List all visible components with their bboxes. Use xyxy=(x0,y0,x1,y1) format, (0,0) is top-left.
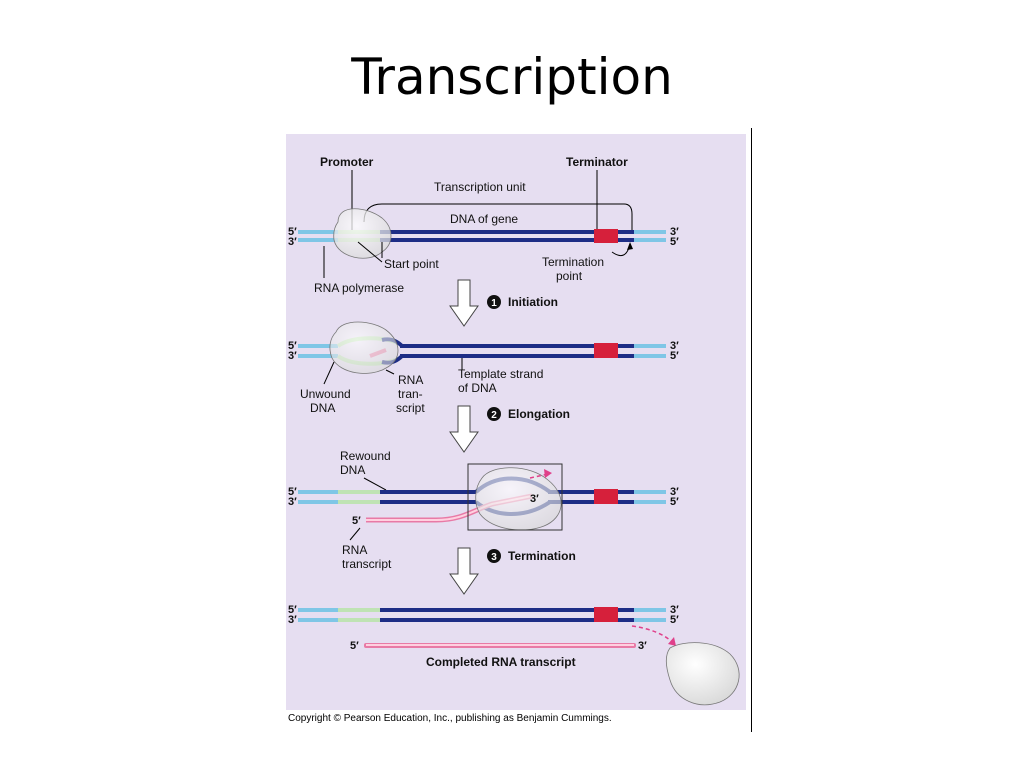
step-label: Elongation xyxy=(508,407,570,421)
copyright-notice: Copyright © Pearson Education, Inc., pub… xyxy=(288,713,612,724)
rna-transcript-label-3: script xyxy=(396,401,425,415)
terminator-label: Terminator xyxy=(566,155,628,169)
end-3prime: 3′ xyxy=(670,486,679,498)
slide-title: Transcription xyxy=(351,48,673,106)
step-number: 2 xyxy=(491,410,497,421)
termination-point-label-2: point xyxy=(556,269,583,283)
dna-of-gene-label: DNA of gene xyxy=(450,212,518,226)
end-5prime: 5′ xyxy=(670,614,679,626)
end-3prime: 3′ xyxy=(288,496,297,508)
rna-polymerase-label: RNA polymerase xyxy=(314,281,404,295)
template-strand-label: Template strand xyxy=(458,367,543,381)
end-5prime: 5′ xyxy=(352,515,361,527)
end-5prime: 5′ xyxy=(288,604,297,616)
rna-transcript-label-2: transcript xyxy=(342,557,392,571)
end-3prime: 3′ xyxy=(288,236,297,248)
stage-initiation: 5′ 3′ 3′ 5′ Unwound DNA RNA tran- script… xyxy=(288,321,679,415)
rewound-dna-label: Rewound xyxy=(340,449,391,463)
unwound-dna-label-2: DNA xyxy=(310,401,335,415)
rna-polymerase-shape xyxy=(475,467,562,531)
rna-transcript-label-2: tran- xyxy=(398,387,423,401)
elongation-detail-box xyxy=(467,463,563,531)
end-5prime: 5′ xyxy=(350,640,359,652)
template-strand-label-2: of DNA xyxy=(458,381,497,395)
end-5prime: 5′ xyxy=(288,340,297,352)
end-5prime: 5′ xyxy=(288,486,297,498)
rna-transcript-label: RNA xyxy=(342,543,367,557)
end-3prime: 3′ xyxy=(638,640,647,652)
step-number: 1 xyxy=(491,298,497,309)
step-label: Initiation xyxy=(508,295,558,309)
end-3prime: 3′ xyxy=(670,226,679,238)
step-elongation: 2 Elongation xyxy=(449,405,570,453)
end-5prime: 5′ xyxy=(670,236,679,248)
end-3prime: 3′ xyxy=(670,340,679,352)
end-3prime: 3′ xyxy=(530,493,539,505)
released-rna-polymerase xyxy=(665,642,740,706)
rna-polymerase-shape xyxy=(329,321,399,374)
end-3prime: 3′ xyxy=(288,614,297,626)
termination-point-label: Termination xyxy=(542,255,604,269)
end-3prime: 3′ xyxy=(670,604,679,616)
figure-border-line xyxy=(751,128,752,732)
stage-elongation: Rewound DNA 3′ 5′ 3′ 3′ 5′ 5′ RNA transc… xyxy=(288,449,679,571)
end-3prime: 3′ xyxy=(288,350,297,362)
step-initiation: 1 Initiation xyxy=(449,279,558,327)
step-termination: 3 Termination xyxy=(449,547,576,595)
start-point-label: Start point xyxy=(384,257,439,271)
transcription-figure: Promoter Terminator Transcription unit D… xyxy=(286,134,746,728)
stage-promoter: Promoter Terminator Transcription unit D… xyxy=(288,155,679,295)
step-number: 3 xyxy=(491,552,497,563)
promoter-label: Promoter xyxy=(320,155,374,169)
end-5prime: 5′ xyxy=(670,350,679,362)
stage-termination: 5′ 3′ 3′ 5′ 5′ 3′ Completed RNA transcri… xyxy=(288,604,740,706)
end-5prime: 5′ xyxy=(288,226,297,238)
transcription-unit-label: Transcription unit xyxy=(434,180,526,194)
transcription-diagram: Promoter Terminator Transcription unit D… xyxy=(286,134,746,710)
rna-transcript-label: RNA xyxy=(398,373,423,387)
step-label: Termination xyxy=(508,549,576,563)
rewound-dna-label-2: DNA xyxy=(340,463,365,477)
end-5prime: 5′ xyxy=(670,496,679,508)
unwound-dna-label: Unwound xyxy=(300,387,351,401)
completed-transcript-label: Completed RNA transcript xyxy=(426,655,576,669)
